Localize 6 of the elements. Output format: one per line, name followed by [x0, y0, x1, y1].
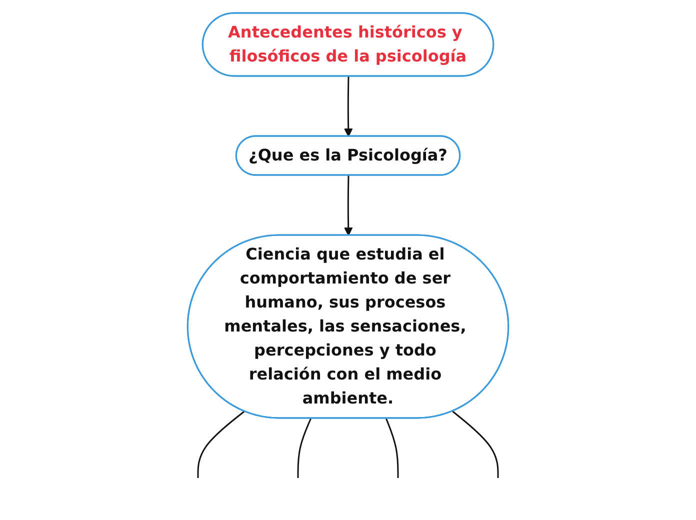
connector	[197, 410, 245, 478]
connector	[452, 410, 499, 478]
connector	[385, 418, 399, 478]
arrow	[344, 76, 353, 136]
arrow	[344, 174, 353, 236]
connector	[297, 418, 312, 478]
